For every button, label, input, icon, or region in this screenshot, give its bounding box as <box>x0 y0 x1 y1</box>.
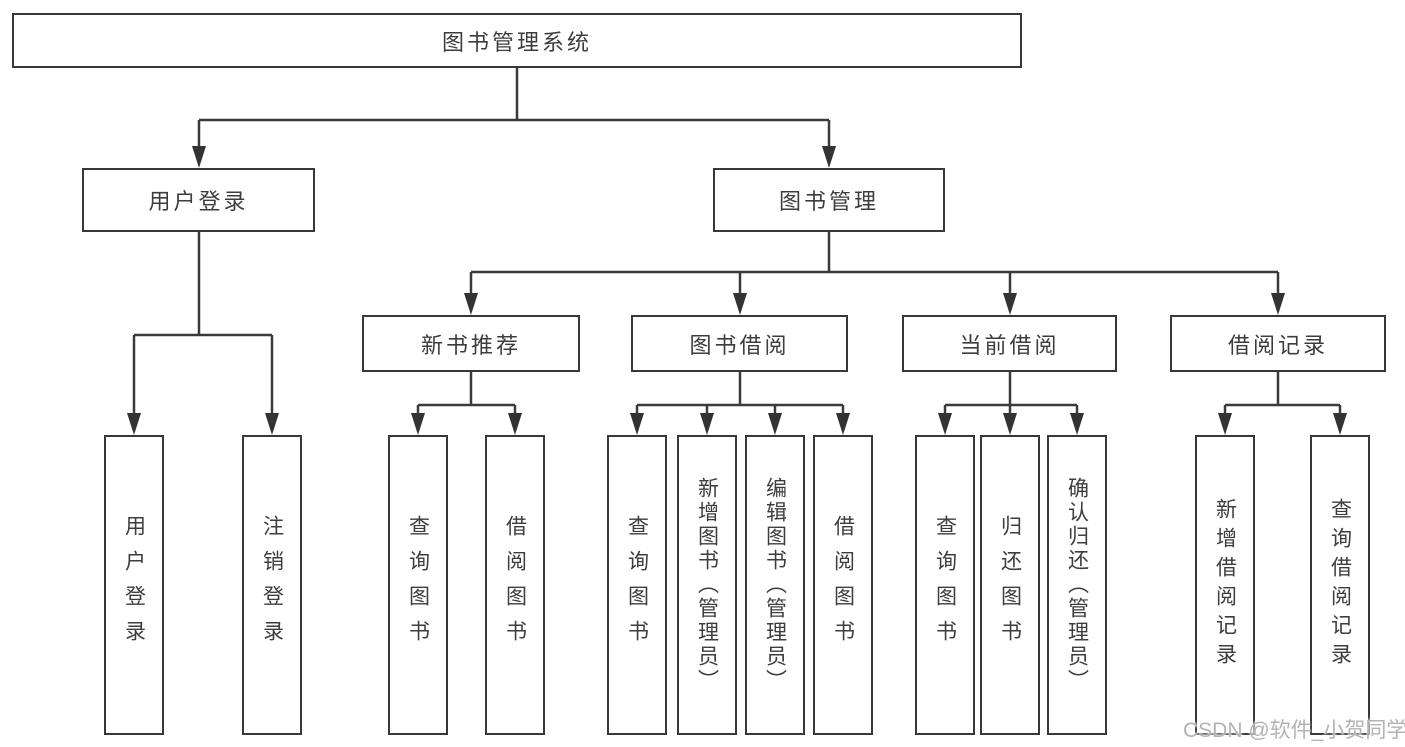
leaf-query-books-borrowing: 查询图书 <box>607 435 667 735</box>
leaf-borrow-books: 借阅图书 <box>813 435 873 735</box>
leaf-confirm-return-admin: 确认归还（管理员） <box>1047 435 1107 735</box>
node-new-book-recommendation: 新书推荐 <box>362 315 580 372</box>
leaf-query-books-current: 查询图书 <box>915 435 975 735</box>
leaf-return-books: 归还图书 <box>980 435 1040 735</box>
node-book-management-branch: 图书管理 <box>713 168 945 232</box>
node-user-login-branch: 用户登录 <box>82 168 315 232</box>
csdn-watermark: CSDN @软件_小贺同学 <box>1183 719 1405 742</box>
node-book-borrowing: 图书借阅 <box>631 315 848 372</box>
leaf-borrow-books-recommend: 借阅图书 <box>485 435 545 735</box>
node-current-borrowing: 当前借阅 <box>902 315 1117 372</box>
leaf-logout: 注销登录 <box>242 435 302 735</box>
node-root-book-management-system: 图书管理系统 <box>12 13 1022 68</box>
leaf-user-login: 用户登录 <box>104 435 164 735</box>
node-borrowing-records: 借阅记录 <box>1170 315 1386 372</box>
leaf-edit-books-admin: 编辑图书（管理员） <box>745 435 805 735</box>
leaf-add-books-admin: 新增图书（管理员） <box>677 435 737 735</box>
leaf-query-books-recommend: 查询图书 <box>388 435 448 735</box>
leaf-query-borrow-record: 查询借阅记录 <box>1310 435 1370 735</box>
leaf-add-borrow-record: 新增借阅记录 <box>1195 435 1255 735</box>
